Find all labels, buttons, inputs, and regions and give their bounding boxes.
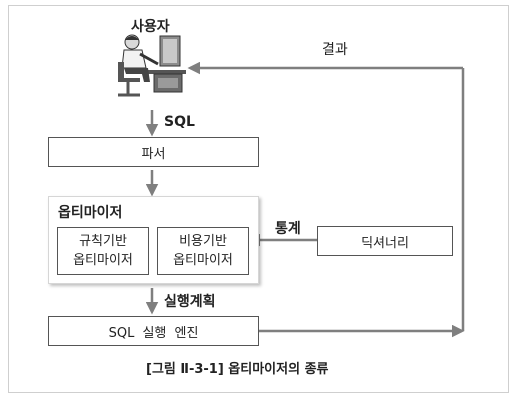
- rule-based-line1: 규칙기반: [79, 234, 127, 249]
- parser-box: 파서: [48, 137, 259, 167]
- sql-label: SQL: [164, 114, 195, 130]
- rule-based-line2: 옵티마이저: [73, 253, 133, 268]
- cost-based-line1: 비용기반: [179, 234, 227, 249]
- optimizer-label: 옵티마이저: [58, 205, 123, 221]
- cost-based-optimizer-box: 비용기반 옵티마이저: [157, 227, 249, 275]
- dictionary-box: 딕셔너리: [317, 226, 453, 256]
- cost-based-line2: 옵티마이저: [173, 253, 233, 268]
- stats-label: 통계: [275, 221, 301, 237]
- plan-label: 실행계획: [164, 294, 216, 310]
- user-label: 사용자: [131, 19, 170, 35]
- result-label: 결과: [322, 42, 348, 58]
- sql-engine-box: SQL 실행 엔진: [48, 316, 259, 346]
- user-icon: [118, 34, 186, 97]
- rule-based-optimizer-box: 규칙기반 옵티마이저: [57, 227, 149, 275]
- figure-caption: [그림 Ⅱ-3-1] 옵티마이저의 종류: [146, 362, 329, 377]
